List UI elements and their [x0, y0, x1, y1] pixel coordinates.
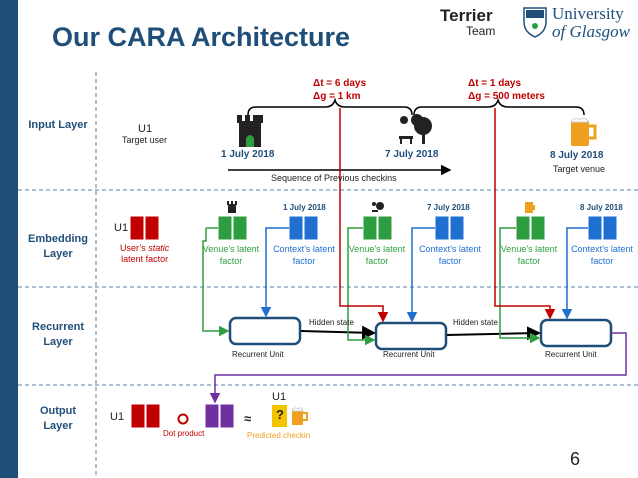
target-user-label: Target user [122, 135, 168, 145]
park-icon [399, 114, 432, 144]
embedding-user-label: U1 [114, 222, 129, 234]
user-static-factor [129, 215, 160, 241]
output-layer-label: Output Layer [39, 405, 77, 432]
beer-small-icon [525, 202, 535, 213]
beer-icon [570, 117, 597, 146]
recurrent-unit-1 [228, 316, 302, 346]
embedding-date-1: 1 July 2018 [283, 203, 326, 212]
venue-link-2 [347, 227, 376, 346]
brace-2 [413, 97, 585, 116]
recurrent-unit-2 [374, 321, 448, 351]
static-post: latent factor [121, 254, 169, 264]
team-text: Team [466, 24, 496, 38]
target-venue-label: Target venue [553, 164, 606, 174]
delta-time-1: Δt = 6 days [313, 78, 367, 89]
predicted-checkin-box [272, 405, 287, 427]
castle-small-icon [227, 201, 237, 213]
of-glasgow-text: of Glasgow [552, 22, 630, 41]
context-caption-2: Context’s latent factor [419, 244, 481, 266]
input-layer-label: Input Layer [28, 119, 88, 131]
castle-icon [237, 115, 263, 147]
embedding-date-3: 8 July 2018 [580, 203, 623, 212]
hidden-state-arrow-1 [300, 325, 376, 340]
context-link-3 [561, 227, 588, 320]
university-of-glasgow-logo: University of Glasgow [522, 4, 634, 42]
left-accent-bar [0, 0, 18, 478]
user-static-caption: User’s static latent factor [120, 243, 169, 265]
context-link-2 [406, 227, 435, 323]
layer-separators [18, 72, 638, 478]
hidden-state-label-1: Hidden state [309, 318, 354, 327]
park-small-icon [372, 202, 384, 212]
beer-output-icon [291, 407, 308, 425]
input-user-label: U1 [138, 123, 153, 135]
page-number: 6 [569, 449, 580, 469]
delta-geo-2: Δg = 500 meters [468, 91, 545, 102]
hidden-state-label-2: Hidden state [453, 318, 498, 327]
recurrent-layer-label: Recurrent Layer [32, 321, 84, 348]
question-mark: ? [276, 407, 284, 422]
output-user-factor [130, 403, 161, 429]
context-caption-1: Context’s latent factor [273, 244, 335, 266]
delta-geo-1: Δg = 1 km [313, 91, 361, 102]
recurrent-unit-label-1: Recurrent Unit [232, 350, 284, 359]
recurrent-unit-label-3: Recurrent Unit [545, 350, 597, 359]
approx-sign: ≈ [244, 411, 252, 426]
context-factor-3 [587, 215, 618, 241]
dot-product-label: Dot product [163, 429, 205, 438]
venue-link-1 [202, 228, 230, 337]
embedding-layer-label: Embedding Layer [28, 233, 88, 260]
slide-title: Our CARA Architecture [52, 22, 351, 52]
output-link [209, 332, 627, 404]
output-user-top-label: U1 [272, 391, 287, 403]
static-em: static [148, 243, 170, 253]
venue-factor-1 [217, 215, 248, 241]
venue-caption-1: Venue’s latent factor [202, 244, 260, 266]
context-factor-1 [288, 215, 319, 241]
input-date-1: 1 July 2018 [221, 149, 275, 160]
embedding-date-2: 7 July 2018 [427, 203, 470, 212]
brace-1 [247, 97, 413, 116]
glasgow-crest-icon [523, 7, 547, 38]
context-caption-3: Context’s latent factor [571, 244, 633, 266]
recurrent-unit-label-2: Recurrent Unit [383, 350, 435, 359]
sequence-label: Sequence of Previous checkins [271, 173, 397, 183]
venue-caption-2: Venue’s latent factor [348, 244, 406, 266]
output-user-label: U1 [110, 411, 125, 423]
context-factor-2 [434, 215, 465, 241]
university-text: University [552, 4, 624, 23]
terrier-team-logo: Terrier Team [440, 6, 512, 38]
venue-caption-3: Venue’s latent factor [500, 244, 558, 266]
venue-factor-3 [515, 215, 546, 241]
context-link-1 [260, 227, 289, 318]
delta-time-2: Δt = 1 days [468, 78, 522, 89]
static-pre: User’s [120, 243, 149, 253]
terrier-text: Terrier [440, 6, 493, 25]
recurrent-unit-3 [539, 318, 613, 348]
predicted-checkin-label: Predicted checkin [247, 431, 311, 440]
input-date-2: 7 July 2018 [385, 149, 439, 160]
venue-factor-2 [362, 215, 393, 241]
dot-product-icon [177, 413, 189, 425]
venue-link-3 [499, 227, 541, 344]
output-hidden-factor [204, 403, 235, 429]
hidden-state-arrow-2 [446, 326, 541, 341]
delta-link-1 [339, 108, 389, 323]
delta-link-2 [494, 108, 556, 320]
input-date-3: 8 July 2018 [550, 150, 604, 161]
